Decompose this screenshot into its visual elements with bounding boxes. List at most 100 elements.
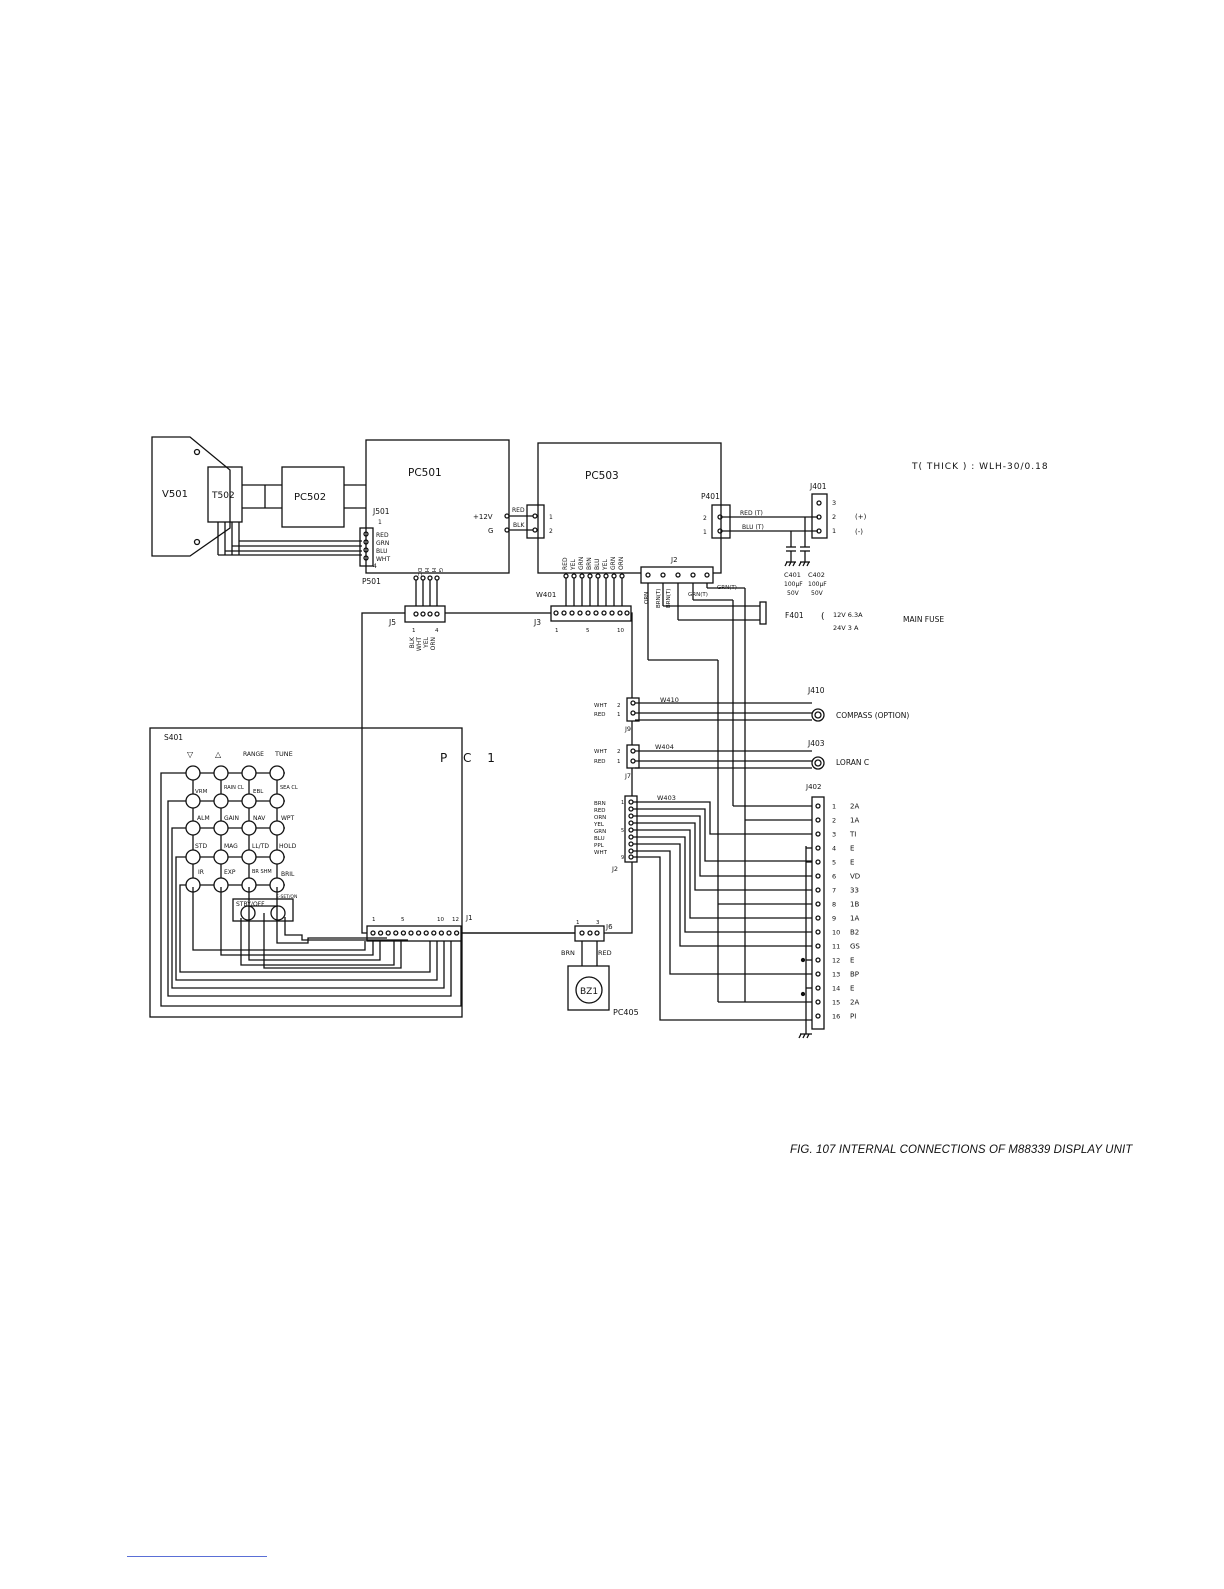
pc502-label: PC502 [294, 492, 326, 503]
j402-terminal [815, 957, 821, 963]
j5-top-h: H [430, 568, 436, 572]
key-exp: EXP [224, 869, 236, 876]
w401-wire-8: ORN [618, 557, 625, 570]
keypad-switch [241, 820, 257, 836]
w403-pin-5: 5 [621, 828, 624, 834]
pc503-label: PC503 [585, 470, 619, 482]
figure-caption: FIG. 107 INTERNAL CONNECTIONS OF M88339 … [790, 1144, 1133, 1156]
keypad-s401: S401 ▽ △ RANGE TUNE VRM RAIN CL EBL SEA … [149, 727, 463, 1018]
j402-terminal [815, 873, 821, 879]
w403-pin-1: 1 [621, 800, 624, 806]
j1-pin [438, 930, 445, 936]
power-plug: RED BLK 1 2 [509, 504, 553, 539]
key-rain-cl: RAIN CL [224, 785, 244, 791]
keypad-switch [269, 849, 285, 865]
fuse-brace-top: ( [821, 612, 825, 622]
j1-pin [385, 930, 391, 936]
j3-pin-5: 5 [586, 628, 590, 634]
keypad-switch [213, 820, 229, 836]
j1-pin [423, 930, 429, 936]
key-mag: MAG [224, 843, 238, 850]
j1-pin [431, 930, 437, 936]
j402-terminal [815, 929, 821, 935]
bz1-label: BZ1 [580, 987, 598, 997]
j402-terminal [815, 859, 821, 865]
j402-signal: 33 [850, 887, 859, 895]
j402-pin-number: 5 [832, 859, 836, 867]
p501-label: P501 [362, 577, 381, 586]
plug-wire-red: RED [512, 507, 525, 514]
j402-signal: 1A [850, 915, 859, 923]
w401-wire-2: YEL [570, 559, 577, 571]
j402-pin-number: 11 [832, 943, 840, 951]
board-pc501: PC501 J501 1 4 +12V G [365, 439, 510, 574]
j6-wire-red: RED [598, 949, 612, 957]
s401-label: S401 [164, 733, 183, 742]
j3-label: J3 [533, 618, 541, 627]
j3-pin-1: 1 [555, 628, 559, 634]
j1-pin [408, 930, 414, 936]
j402-terminal [815, 845, 821, 851]
j402-terminal [815, 817, 821, 823]
j501-wire-2: GRN [376, 540, 389, 547]
j2-pc1-label: J2 [611, 865, 618, 873]
w401-wire-5: BLU [594, 558, 601, 570]
j9-pin-1: 1 [617, 712, 621, 718]
j6-wire-brn: BRN [561, 949, 575, 957]
keypad-switch [185, 765, 201, 781]
keypad-switch [213, 793, 229, 809]
loran-connection: WHT RED 2 1 J7 W404 J403 LORAN C [594, 739, 869, 780]
v501-label: V501 [162, 489, 188, 500]
j9-wire-wht: WHT [594, 703, 608, 709]
j402-pin-number: 3 [832, 831, 836, 839]
w403-wire-1: BRN [594, 801, 606, 807]
j1-pin-10: 10 [437, 917, 444, 923]
j402-signal: GS [850, 943, 860, 951]
j501-wire-1: RED [376, 532, 389, 539]
j6-label: J6 [605, 923, 613, 931]
j1-pin [400, 930, 407, 936]
p401-label: P401 [701, 492, 720, 501]
keypad-switch [213, 849, 229, 865]
j402-signal: 1A [850, 817, 859, 825]
w403-wire-4: YEL [593, 822, 605, 828]
j5-wire-1: BLK [409, 636, 416, 648]
key-stby-off: STBY/OFF [236, 901, 265, 908]
j402-signal: E [850, 985, 854, 993]
keypad-switch [269, 820, 285, 836]
keypad-switch [185, 849, 201, 865]
main-fuse-label: MAIN FUSE [903, 615, 944, 624]
p401-pin-2: 2 [703, 515, 707, 522]
connector-p401: 2 1 RED (T) BLU (T) [703, 504, 818, 539]
pc501-label: PC501 [408, 467, 442, 479]
j1-pin-5: 5 [401, 917, 405, 923]
j402-pin-number: 9 [832, 915, 836, 923]
j9-label: J9 [624, 725, 631, 733]
j402-pin-number: 15 [832, 999, 840, 1007]
w410-label: W410 [660, 696, 679, 704]
j5-pin-first: 1 [412, 628, 416, 634]
compass-connection: WHT RED 2 1 J9 W410 J410 COMPASS (OPTION… [594, 686, 909, 733]
w403-pin-9: 9 [621, 855, 624, 861]
key-down-triangle: ▽ [187, 750, 194, 759]
keypad-switch [241, 765, 257, 781]
j9-wire-red: RED [594, 712, 606, 718]
plug-pin-2: 2 [549, 528, 553, 535]
j402-pin-number: 16 [832, 1013, 840, 1021]
j402-pin-number: 12 [832, 957, 840, 965]
j401-plus: (+) [855, 513, 867, 521]
buzzer-connection: 1 3 J6 BRN RED BZ1 PC405 [462, 920, 639, 1017]
connector-j2-pc503: ORN BRN(T) BRN(T) GRN(T) GRN(T) [640, 566, 812, 1003]
c401-label: C401 [784, 571, 801, 579]
j1-pin [393, 930, 399, 936]
j402-signal: BP [850, 971, 859, 979]
keypad-switch [269, 765, 285, 781]
w401-wire-1: RED [562, 557, 569, 570]
j402-signal: E [850, 859, 854, 867]
j6-pin-3: 3 [596, 920, 600, 926]
j402-terminal [815, 943, 821, 949]
j1-pin-1: 1 [372, 917, 376, 923]
key-wpt: WPT [281, 815, 295, 822]
